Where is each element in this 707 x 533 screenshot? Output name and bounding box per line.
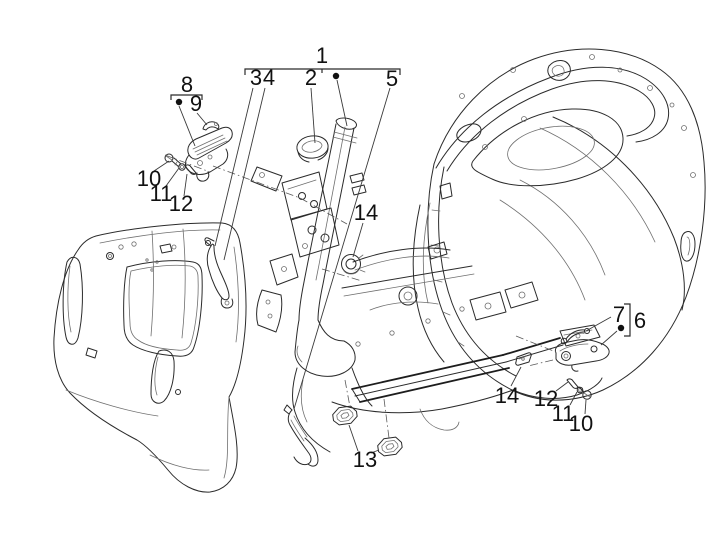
rubber-pad-13-a [332, 405, 358, 426]
spacer-part-12-right [566, 378, 579, 389]
washer-part-11-left [178, 163, 186, 171]
lock-latch-part-6 [554, 339, 610, 372]
callout-13: 13 [353, 447, 377, 472]
pillar-trim-part-5 [283, 404, 319, 467]
leader-lines [153, 79, 618, 454]
front-shield [53, 222, 247, 493]
callout-labels: 1 3 4 2 5 8 9 10 11 12 14 7 6 14 12 11 1… [137, 43, 646, 472]
callout-6: 6 [634, 308, 646, 333]
callout-10-right: 10 [569, 411, 593, 436]
spacer-part-12-left [184, 164, 197, 175]
callout-7: 7 [613, 302, 625, 327]
steering-column-assembly [250, 117, 373, 453]
callout-10-left: 10 [137, 166, 161, 191]
lock-latch-part-8 [185, 126, 233, 182]
callout-9: 9 [190, 91, 202, 116]
callout-1: 1 [316, 43, 328, 68]
callout-5: 5 [386, 66, 398, 91]
callout-4: 4 [263, 65, 275, 90]
callout-brackets [170, 68, 631, 337]
clip-part-14-right [515, 352, 532, 366]
bushing-part-2 [296, 135, 329, 163]
callout-3: 3 [250, 65, 262, 90]
cable-part-7 [560, 328, 590, 345]
alignment-lines [164, 154, 557, 439]
ref-dot-6 [617, 324, 625, 332]
bracket-part-3 [204, 237, 234, 309]
rubber-pad-13-b [377, 436, 403, 457]
callout-14-right: 14 [495, 383, 519, 408]
callout-2: 2 [305, 65, 317, 90]
ref-dot-1 [332, 72, 340, 80]
screw-part-10-right [578, 386, 592, 400]
ref-dot-8 [175, 98, 183, 106]
callout-14-left: 14 [354, 200, 378, 225]
main-frame-body [331, 48, 706, 431]
callout-11-right: 11 [552, 401, 575, 426]
callout-11-left: 11 [150, 181, 173, 206]
bracket-group-6 [624, 303, 631, 337]
callout-8: 8 [181, 72, 193, 97]
bracket-group-8 [170, 94, 203, 100]
retainer-clip-part-9 [202, 121, 220, 131]
callout-12-left: 12 [169, 191, 193, 216]
grommet-part-14-left [341, 254, 366, 275]
callout-12-right: 12 [534, 386, 558, 411]
